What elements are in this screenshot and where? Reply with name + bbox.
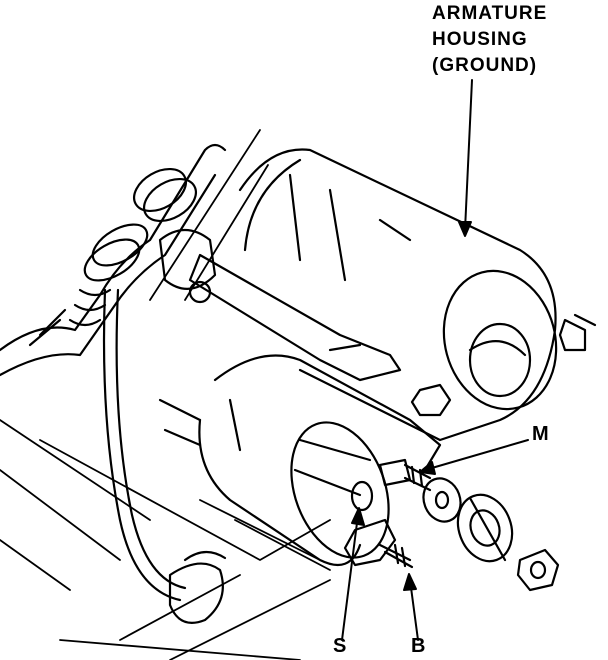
armature-label-line3: (GROUND) bbox=[432, 55, 538, 76]
solenoid-body bbox=[158, 354, 442, 567]
m-terminal bbox=[378, 458, 432, 492]
m-terminal-label: M bbox=[532, 423, 550, 445]
b-terminal-label: B bbox=[411, 635, 427, 657]
through-bolts bbox=[410, 313, 597, 417]
s-terminal-label: S bbox=[333, 635, 348, 657]
armature-label-line1: ARMATURE bbox=[432, 3, 548, 24]
terminal-hardware bbox=[422, 477, 560, 592]
armature-label-line2: HOUSING bbox=[432, 29, 528, 50]
callout-arrows bbox=[341, 79, 529, 641]
s-terminal bbox=[350, 480, 374, 512]
armature-housing bbox=[238, 148, 558, 442]
mounting-strap bbox=[158, 228, 402, 382]
wire-lead bbox=[102, 288, 227, 624]
hose-assembly bbox=[0, 143, 227, 377]
engine-block-lines bbox=[0, 129, 331, 660]
b-terminal bbox=[343, 518, 414, 569]
